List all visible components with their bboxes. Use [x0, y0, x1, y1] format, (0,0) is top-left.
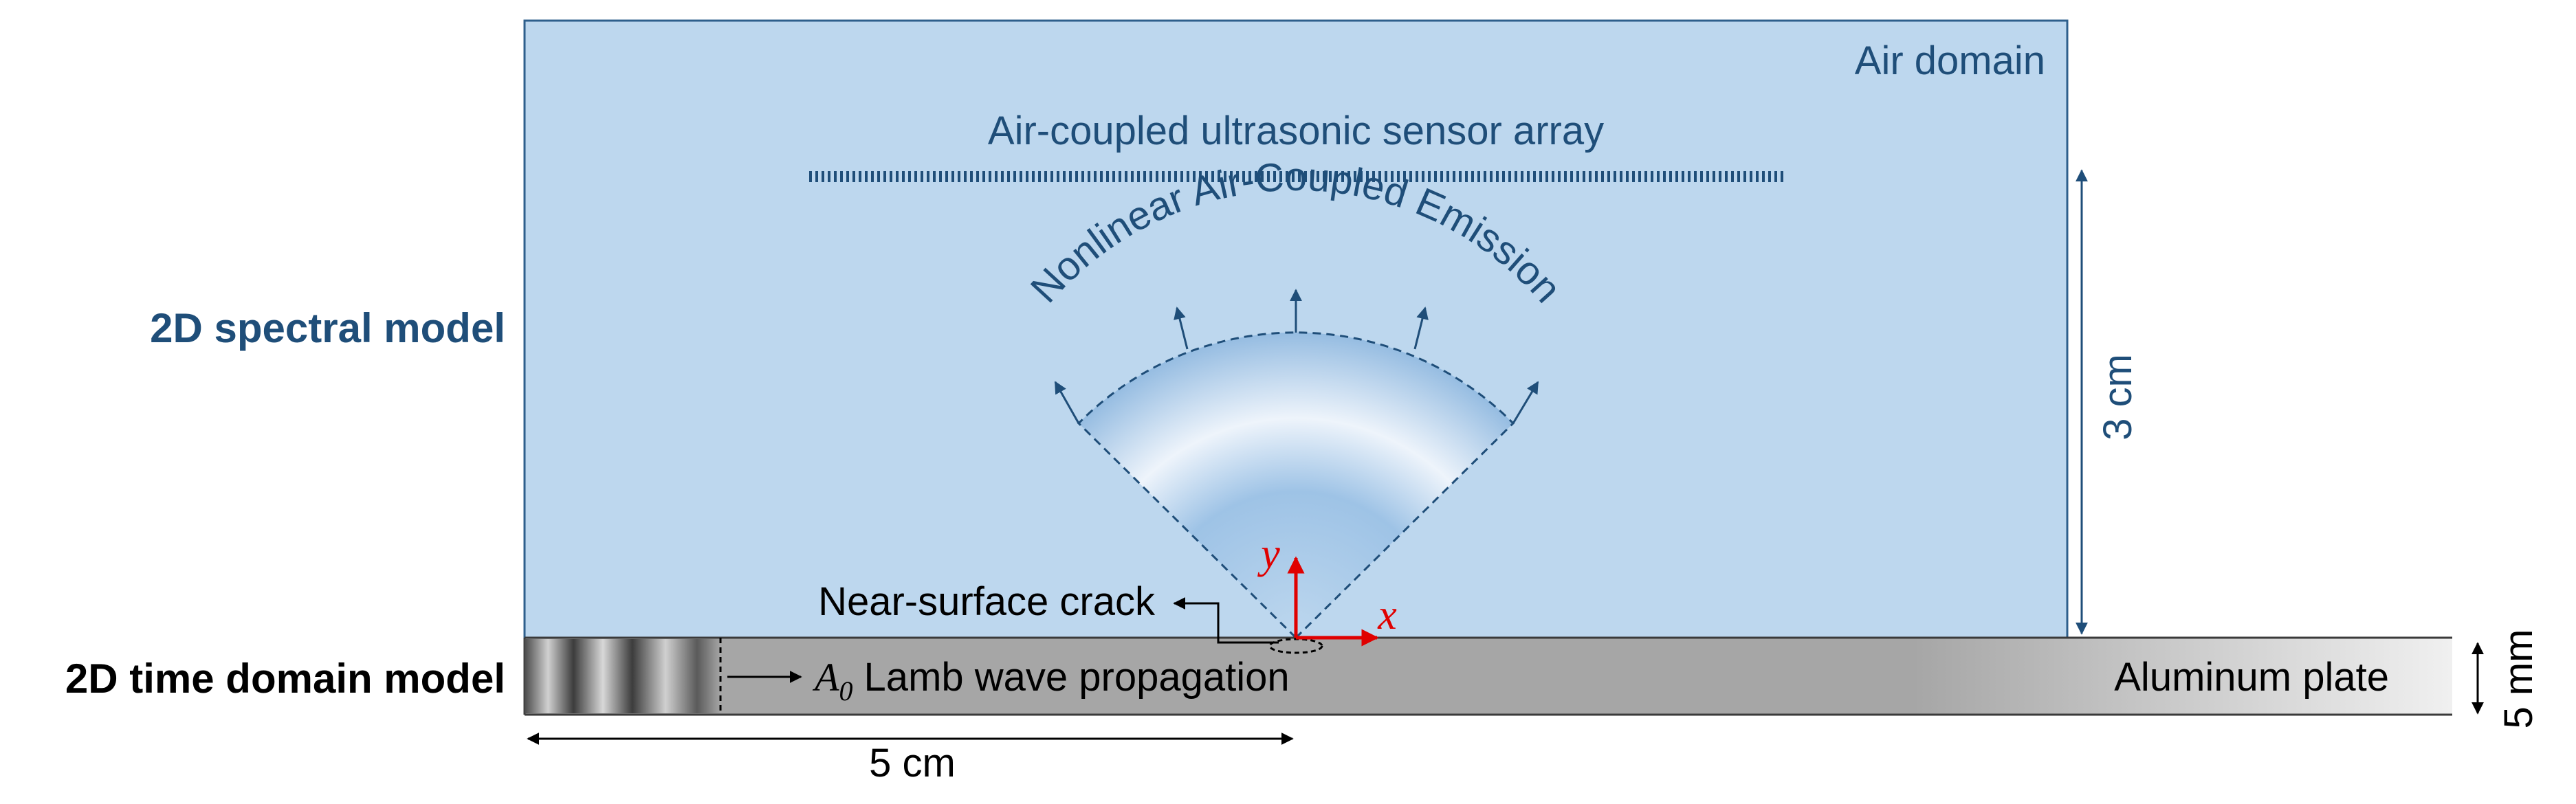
emission-arrows	[1054, 289, 1539, 424]
crack-callout-line	[1173, 597, 1279, 644]
lamb-wave-text: Lamb wave propagation	[852, 655, 1289, 700]
spectral-model-label: 2D spectral model	[150, 305, 505, 351]
lamb-mode-subscript: 0	[839, 675, 852, 706]
aluminum-plate	[525, 638, 2452, 715]
plate-label: Aluminum plate	[2114, 655, 2389, 700]
emission-arrow	[1413, 306, 1429, 350]
y-axis-label: y	[1257, 531, 1280, 577]
time-domain-model-label: 2D time domain model	[65, 656, 505, 702]
crack-label: Near-surface crack	[818, 579, 1156, 624]
emission-wedge	[1077, 331, 1515, 640]
emission-arrow	[1512, 381, 1539, 424]
x-axis-label: x	[1377, 592, 1397, 638]
plate-thickness-label: 5 mm	[2496, 629, 2541, 729]
lamb-wave-packet	[525, 639, 720, 713]
air-height-label: 3 cm	[2095, 354, 2140, 440]
lamb-wave-label: A0 Lamb wave propagation	[812, 655, 1290, 706]
air-domain-label: Air domain	[1855, 38, 2045, 83]
length-label: 5 cm	[869, 741, 956, 785]
lamb-mode-symbol: A	[812, 655, 839, 700]
sensor-array-label: Air-coupled ultrasonic sensor array	[988, 109, 1604, 153]
emission-arrow	[1054, 381, 1080, 424]
emission-arrow	[1174, 306, 1189, 350]
